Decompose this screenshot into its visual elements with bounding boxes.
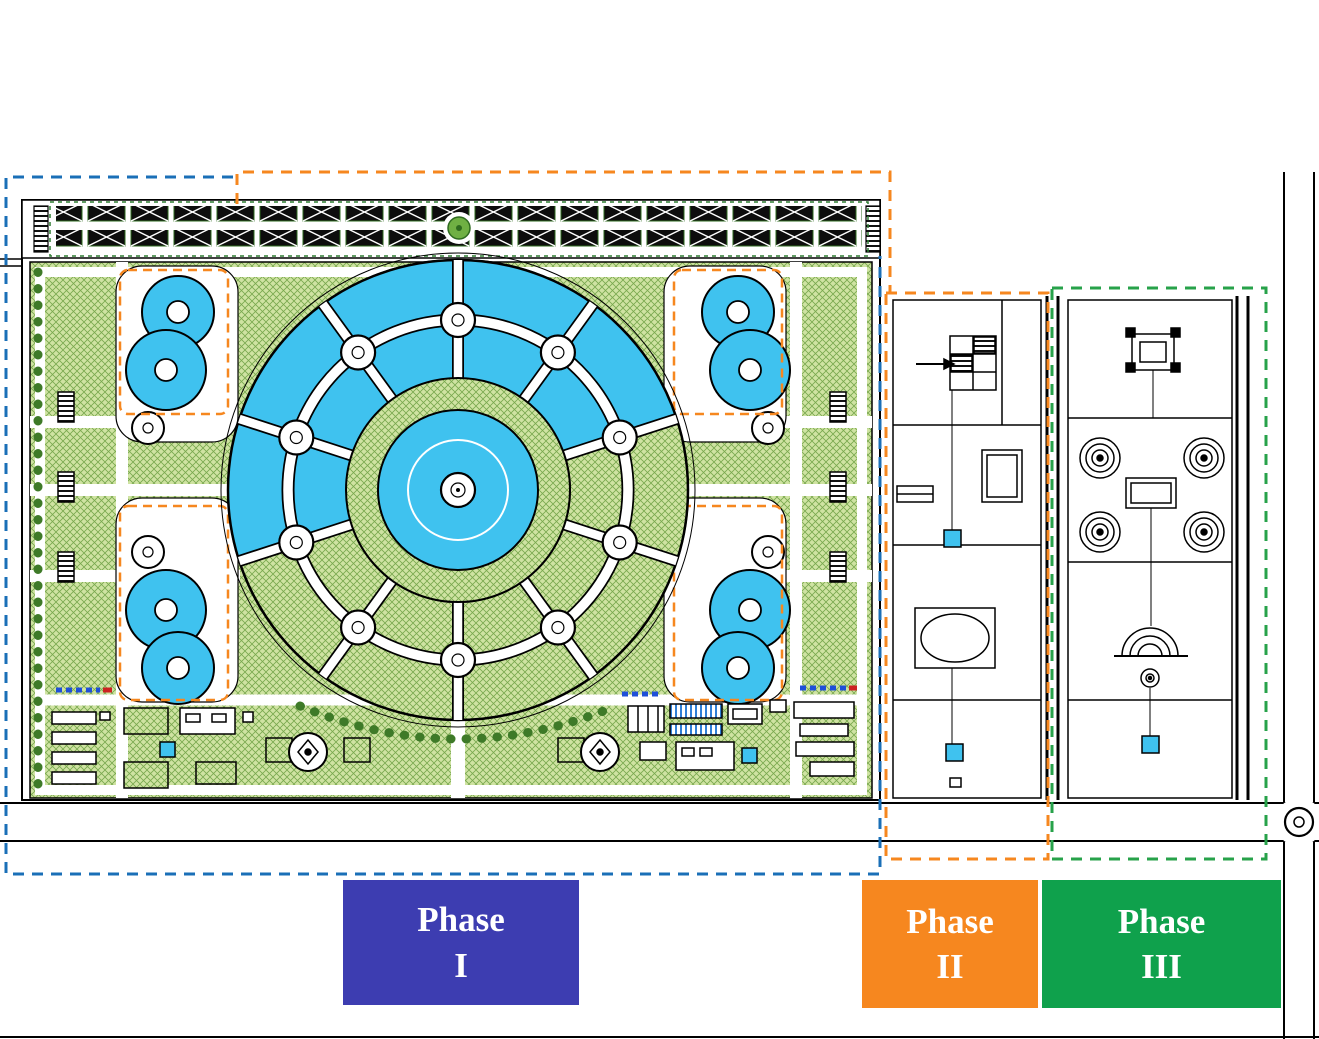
pool-icon bbox=[943, 529, 962, 548]
fountain-icon bbox=[166, 656, 190, 680]
pergola-icon bbox=[829, 391, 847, 423]
phase1-boundary-dashed bbox=[4, 175, 882, 876]
fountain-icon bbox=[738, 598, 762, 622]
pergola-icon bbox=[57, 471, 75, 503]
legend-phase-2-numeral: II bbox=[936, 947, 964, 986]
roundabout-icon bbox=[1275, 798, 1319, 846]
fountain-icon bbox=[154, 358, 178, 382]
plan-annotation-ticks bbox=[56, 685, 857, 697]
fountain-icon bbox=[738, 358, 762, 382]
circular-planters bbox=[1079, 437, 1225, 553]
phase2-boundary-dashed bbox=[884, 291, 1050, 861]
cluster-boundary-dashed bbox=[672, 504, 784, 702]
oval-hall bbox=[920, 613, 990, 663]
legend-phase-1-numeral: I bbox=[454, 945, 468, 985]
pond-cluster-se bbox=[663, 497, 791, 705]
pond-cluster-ne bbox=[663, 265, 791, 445]
amphitheater-icon bbox=[1114, 508, 1188, 688]
legend-phase-3-word: Phase bbox=[1117, 901, 1206, 941]
cluster-boundary-dashed bbox=[118, 268, 230, 416]
legend-phase-2-word: Phase bbox=[906, 901, 994, 941]
pergola-icon bbox=[57, 551, 75, 583]
pond-cluster-nw bbox=[115, 265, 239, 445]
legend-phase-3-numeral: III bbox=[1141, 947, 1182, 986]
parking-boundary-dashed bbox=[49, 201, 869, 257]
phase1-subzone-boundary-dashed bbox=[235, 170, 892, 293]
tree-rows bbox=[33, 267, 621, 800]
cluster-boundary-dashed bbox=[672, 268, 784, 416]
phase3-boundary-dashed bbox=[1050, 286, 1268, 861]
fountain-icon bbox=[166, 300, 190, 324]
pergola-icon bbox=[829, 551, 847, 583]
legend-phase-2: Phase II bbox=[862, 880, 1038, 1008]
pond-cluster-sw bbox=[115, 497, 239, 705]
gate-east-icon bbox=[865, 205, 881, 253]
phase2-buildings bbox=[892, 299, 1042, 799]
fountain-icon bbox=[154, 598, 178, 622]
external-roads bbox=[0, 172, 1319, 1039]
pool-icon bbox=[741, 747, 758, 764]
internal-road-phase3 bbox=[1235, 296, 1250, 800]
pavilion-icon bbox=[1125, 327, 1181, 418]
fountain-icon bbox=[726, 300, 750, 324]
pool-icon bbox=[1141, 735, 1160, 754]
legend-phase-1: Phase I bbox=[343, 880, 579, 1005]
phase3-buildings bbox=[1067, 299, 1233, 799]
fountain-icon bbox=[726, 656, 750, 680]
phase-boundaries bbox=[4, 170, 1268, 876]
pool-icon bbox=[159, 741, 176, 758]
legend-phase-3: Phase III bbox=[1042, 880, 1281, 1008]
pool-icon bbox=[945, 743, 964, 762]
top-parking-strip bbox=[21, 199, 881, 259]
tree-arc-south bbox=[295, 701, 621, 744]
pergola-icon bbox=[829, 471, 847, 503]
gate-west-icon bbox=[33, 205, 49, 253]
central-garden bbox=[220, 252, 696, 728]
bottom-strip bbox=[51, 699, 855, 789]
legend-phase-1-word: Phase bbox=[417, 900, 505, 939]
cluster-boundary-dashed bbox=[118, 504, 230, 702]
pergola-benches bbox=[57, 391, 847, 583]
pergola-icon bbox=[57, 391, 75, 423]
